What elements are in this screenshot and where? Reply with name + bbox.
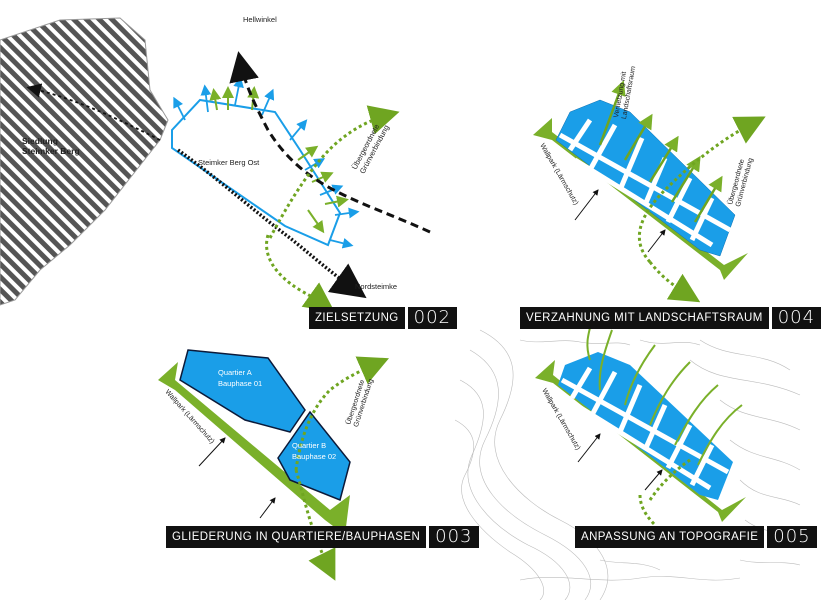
caption-004-title: VERZAHNUNG MIT LANDSCHAFTSRAUM xyxy=(520,307,769,329)
settlement-hatch xyxy=(0,17,169,306)
wallpark-strip-003 xyxy=(158,362,350,535)
caption-002-title: ZIELSETZUNG xyxy=(309,307,405,329)
wallpark-strip xyxy=(533,118,748,280)
green-link-label-003: Übergeordnete Grünverbindung xyxy=(344,375,375,428)
panel-003: Quartier A Bauphase 01 Quartier B Baupha… xyxy=(158,349,389,581)
panel-004: Wallpark (Lärmschutz) Vernetzung mit Lan… xyxy=(533,64,766,303)
caption-003-title: GLIEDERUNG IN QUARTIERE/BAUPHASEN xyxy=(166,526,427,548)
green-link-dotted-005b xyxy=(638,494,657,527)
caption-005-number: 005 xyxy=(767,526,817,548)
building-area xyxy=(555,99,736,257)
route-dashed xyxy=(229,51,431,234)
caption-002: ZIELSETZUNG 002 xyxy=(309,307,457,329)
route-dotted xyxy=(176,148,367,299)
landscape-label: Vernetzung mit Landschaftsraum xyxy=(613,64,637,120)
landscape-arrows xyxy=(598,80,723,223)
green-link-dotted-004b xyxy=(648,261,701,303)
caption-002-number: 002 xyxy=(407,307,457,329)
green-link-dotted-003b xyxy=(294,469,336,581)
quarter-b-label: Quartier B Bauphase 02 xyxy=(292,441,336,461)
green-link-label-004: Übergeordnete Grünverbindung xyxy=(726,155,754,208)
quarter-a-shape xyxy=(179,349,306,433)
south-place-label: Nordsteimke xyxy=(355,282,397,291)
quarter-a-label: Quartier A Bauphase 01 xyxy=(218,368,262,388)
panel-002: Siedlung Steimker Berg Steimker Berg Ost… xyxy=(0,15,431,312)
block-grid-005 xyxy=(560,366,730,491)
caption-003-number: 003 xyxy=(429,526,479,548)
settlement-label: Siedlung Steimker Berg xyxy=(22,136,80,156)
development-arrows xyxy=(173,76,360,249)
caption-005-title: ANPASSUNG AN TOPOGRAFIE xyxy=(575,526,765,548)
site-label: Steimker Berg Ost xyxy=(198,158,260,167)
quarter-b-shape xyxy=(277,410,351,502)
green-link-label: Übergeordnete Grünverbindung xyxy=(350,119,391,175)
green-link-dotted-003 xyxy=(294,356,389,471)
green-link-dotted-004 xyxy=(637,116,766,264)
diagram-canvas: Siedlung Steimker Berg Steimker Berg Ost… xyxy=(0,15,801,600)
green-link-ne xyxy=(268,105,400,239)
green-link-s xyxy=(265,234,335,312)
panel-005: Wallpark (Lärmschutz) xyxy=(454,319,801,600)
caption-005: ANPASSUNG AN TOPOGRAFIE 005 xyxy=(575,526,817,548)
topography-contours xyxy=(454,329,801,600)
site-outline xyxy=(171,98,342,247)
route-dashed-thin xyxy=(26,83,161,141)
caption-004-number: 004 xyxy=(771,307,821,329)
caption-004: VERZAHNUNG MIT LANDSCHAFTSRAUM 004 xyxy=(520,307,821,329)
block-grid xyxy=(558,118,732,248)
green-arrows xyxy=(209,86,349,234)
caption-003: GLIEDERUNG IN QUARTIERE/BAUPHASEN 003 xyxy=(166,526,479,548)
north-place-label: Hellwinkel xyxy=(243,15,277,24)
